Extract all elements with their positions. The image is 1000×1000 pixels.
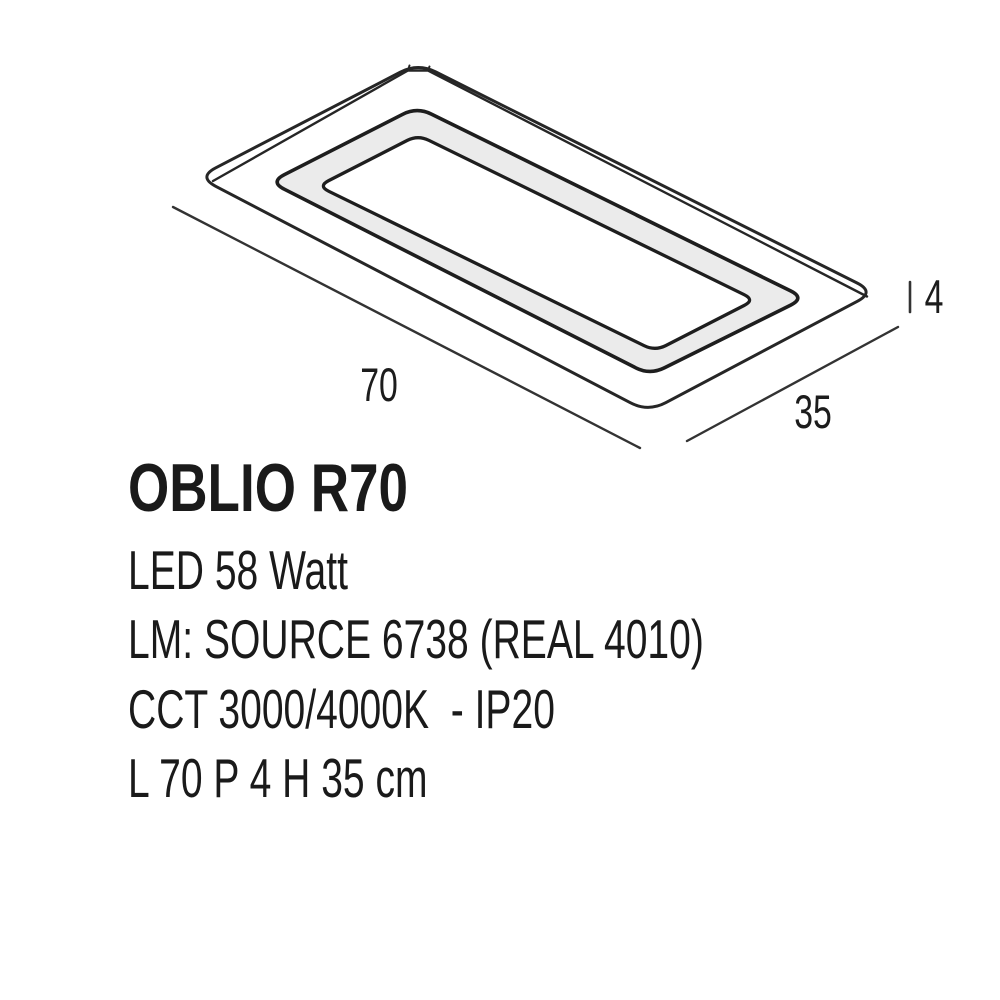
diffuser-band-inner	[321, 136, 752, 350]
dim-depth-label: 35	[794, 386, 832, 439]
product-title-text: OBLIO R70	[128, 450, 408, 526]
spec-line-wattage: LED 58 Watt	[128, 539, 348, 601]
spec-line-cct-ip: CCT 3000/4000K - IP20	[128, 678, 555, 740]
panel-edge-thickness-line	[211, 69, 869, 298]
panel-outline	[205, 66, 868, 409]
product-title: OBLIO R70	[128, 454, 487, 522]
apex-facet-right-edge	[427, 65, 431, 72]
spec-line-lumen: LM: SOURCE 6738 (REAL 4010)	[128, 608, 704, 670]
apex-facet-left-edge	[407, 64, 411, 72]
dim-length-label: 70	[360, 359, 398, 412]
dim-line-length	[171, 205, 642, 450]
spec-line-dimensions: L 70 P 4 H 35 cm	[128, 747, 428, 809]
dim-height-label: 4	[925, 271, 944, 324]
dim-line-depth	[685, 325, 900, 443]
